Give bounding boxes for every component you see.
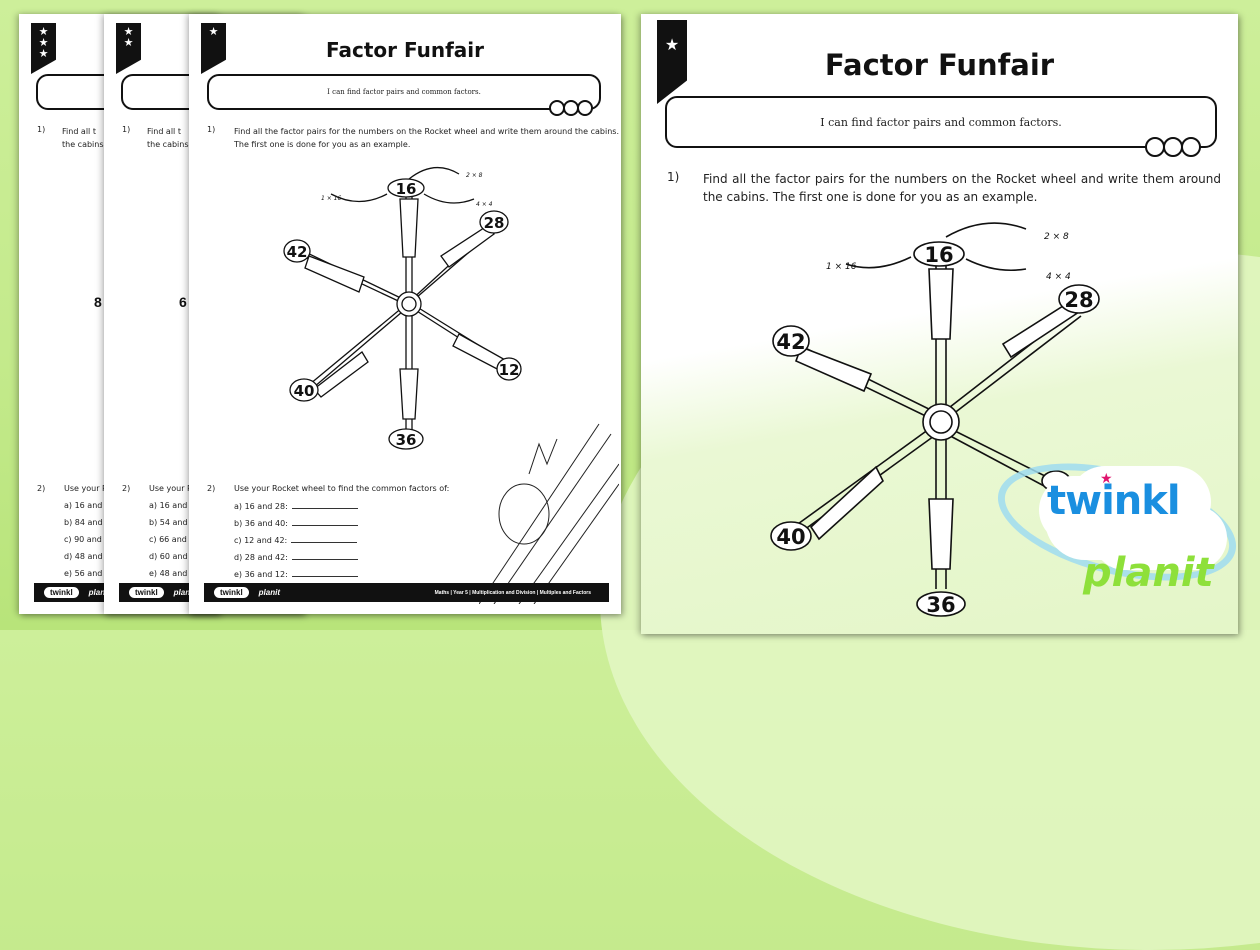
question-number: 1) xyxy=(37,125,46,134)
example-factor-pair: 2 × 8 xyxy=(466,172,483,179)
question-item: c) 12 and 42: xyxy=(234,535,358,552)
cabin-42: 42 xyxy=(776,330,805,354)
question-text: Use your Rocket wheel to find the common… xyxy=(234,484,450,493)
example-factor-pair: 4 × 4 xyxy=(476,201,493,208)
star-icon: ★ xyxy=(208,26,219,38)
planit-logo: planit xyxy=(88,588,111,597)
star-icon: ★ ★ ★ xyxy=(38,26,49,60)
question-item: d) 48 and xyxy=(64,552,103,561)
cabin-36: 36 xyxy=(926,593,955,617)
question-item: d) 28 and 42: xyxy=(234,552,358,569)
self-assessment-circles xyxy=(549,100,593,116)
question-item: b) 54 and xyxy=(149,518,188,527)
question-item: c) 66 and xyxy=(149,535,187,544)
twinkl-wordmark: twinkl xyxy=(1047,478,1181,524)
twinkl-logo: twinkl xyxy=(214,587,249,598)
planit-logo: planit xyxy=(173,588,196,597)
example-factor-pair: 1 × 16 xyxy=(321,195,341,202)
question-text: Find all t the cabins xyxy=(147,127,189,149)
difficulty-ribbon: ★ ★ ★ xyxy=(31,23,56,74)
assessment-circle[interactable] xyxy=(1181,137,1201,157)
question-text: Find all the factor pairs for the number… xyxy=(703,172,1221,204)
example-factor-pair: 1 × 16 xyxy=(826,262,857,272)
question-number: 1) xyxy=(207,125,216,134)
cabin-40: 40 xyxy=(294,382,315,400)
example-factor-pair: 4 × 4 xyxy=(1046,272,1071,282)
logo-cloud xyxy=(1045,480,1195,560)
example-factor-pair: 2 × 8 xyxy=(1044,232,1069,242)
question-item: a) 16 and xyxy=(149,501,188,510)
worksheet-title: Factor Funfair xyxy=(325,38,485,62)
assessment-circle[interactable] xyxy=(1163,137,1183,157)
question-text: Use your R xyxy=(149,484,193,493)
cabin-12: 12 xyxy=(499,361,520,379)
star-icon: ★ ★ xyxy=(123,26,134,49)
question-number: 2) xyxy=(207,484,216,493)
self-assessment-circles xyxy=(1145,137,1201,157)
answer-blank[interactable] xyxy=(291,552,358,560)
cabin-42: 42 xyxy=(287,243,308,261)
answer-blank[interactable] xyxy=(291,535,358,543)
question-text: Find all t the cabins xyxy=(62,127,104,149)
cabin-rocket-partial: 8 xyxy=(94,294,102,310)
question-item: a) 16 and xyxy=(64,501,103,510)
cabin-28: 28 xyxy=(1064,288,1093,312)
rocket-wheel-diagram: 16 28 36 40 42 1 × 16 2 × 8 4 × 4 xyxy=(770,222,1100,617)
footer-breadcrumb: Maths | Year 5 | Multiplication and Divi… xyxy=(434,589,591,596)
question-item: b) 84 and xyxy=(64,518,103,527)
star-icon: ★ xyxy=(664,37,680,54)
difficulty-ribbon: ★ xyxy=(201,23,226,74)
worksheet-title: Factor Funfair xyxy=(824,48,1055,82)
rocket-wheel-diagram: 16 28 12 36 40 42 1 × 16 2 × 8 4 × 4 xyxy=(283,167,522,450)
question-item: e) 48 and xyxy=(149,569,188,578)
question-item: c) 90 and xyxy=(64,535,102,544)
cabin-16: 16 xyxy=(924,243,953,267)
question-text: Use your R xyxy=(64,484,108,493)
twinkl-logo: twinkl xyxy=(129,587,164,598)
cabin-28: 28 xyxy=(484,214,505,232)
objective-text: I can find factor pairs and common facto… xyxy=(327,88,481,96)
question-item: e) 56 and xyxy=(64,569,103,578)
cabin-rocket-partial: 6 xyxy=(179,294,187,310)
worksheet-one-star[interactable]: ★ Factor Funfair I can find factor pairs… xyxy=(189,14,621,614)
question-number: 2) xyxy=(37,484,46,493)
question-item: b) 36 and 40: xyxy=(234,518,358,535)
twinkl-logo: twinkl xyxy=(44,587,79,598)
objective-box: I can find factor pairs and common facto… xyxy=(207,74,601,116)
cabin-36: 36 xyxy=(396,431,417,449)
question-number: 1) xyxy=(667,170,680,184)
cabin-16: 16 xyxy=(396,180,417,198)
planit-wordmark: planit xyxy=(1083,550,1214,596)
answer-blank[interactable] xyxy=(291,569,358,577)
question-item: e) 36 and 12: xyxy=(234,569,358,586)
assessment-circle[interactable] xyxy=(577,100,593,116)
cabin-40: 40 xyxy=(776,525,805,549)
twinkl-planit-logo: ★ twinkl planit xyxy=(986,442,1248,620)
answer-blank[interactable] xyxy=(291,501,358,509)
answer-blank[interactable] xyxy=(291,518,358,526)
question-item: d) 60 and xyxy=(149,552,188,561)
log-flume-illustration xyxy=(479,423,619,604)
question-item: a) 16 and 28: xyxy=(234,501,358,518)
star-icon: ★ xyxy=(1100,470,1113,486)
question-text: Find all the factor pairs for the number… xyxy=(234,127,619,149)
difficulty-ribbon: ★ ★ xyxy=(116,23,141,74)
question-number: 2) xyxy=(122,484,131,493)
footer-bar: twinkl planit Maths | Year 5 | Multiplic… xyxy=(204,583,609,602)
planit-logo: planit xyxy=(258,588,281,597)
objective-box: I can find factor pairs and common facto… xyxy=(665,96,1217,157)
assessment-circle[interactable] xyxy=(1145,137,1165,157)
objective-text: I can find factor pairs and common facto… xyxy=(820,115,1062,129)
question-number: 1) xyxy=(122,125,131,134)
